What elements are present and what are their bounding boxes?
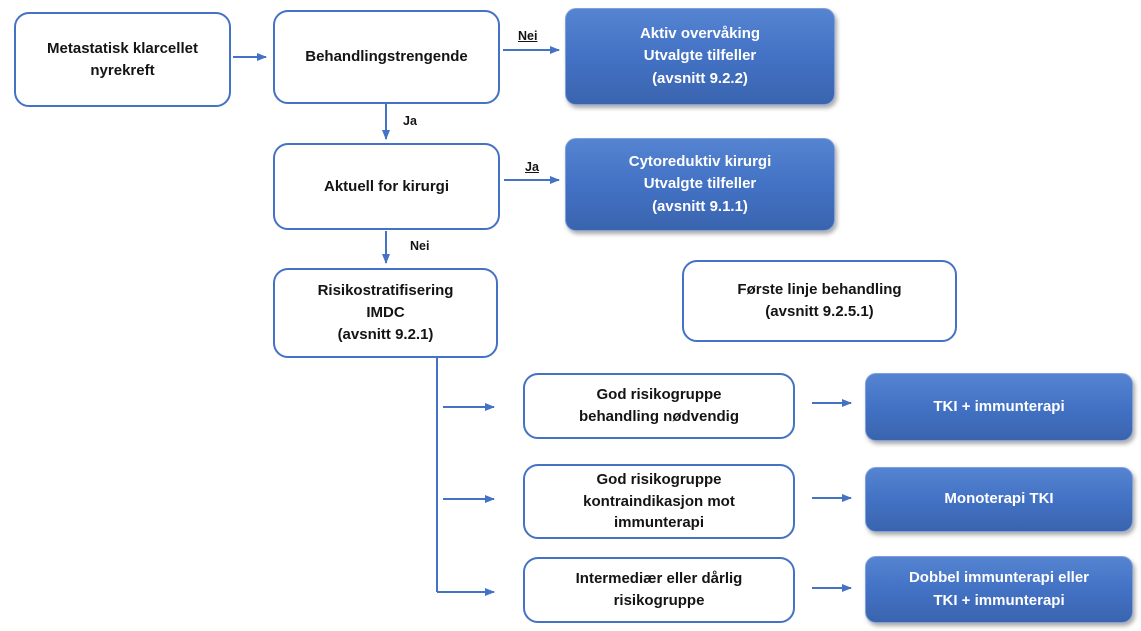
edge-label-ja-right: Ja [523, 160, 541, 175]
edge-label-nei-down: Nei [408, 239, 432, 254]
edge-label-nei-top: Nei [516, 29, 540, 44]
node-god-risikogruppe-kontraindikasjon-label: God risikogruppe kontraindikasjon mot im… [583, 470, 735, 532]
node-risikostratifisering-imdc: Risikostratifisering IMDC (avsnitt 9.2.1… [273, 268, 498, 358]
node-behandlingstrengende-label: Behandlingstrengende [305, 48, 468, 66]
edge-label-ja-down: Ja [401, 114, 419, 129]
node-metastatisk-klarcellet-label: Metastatisk klarcellet nyrekreft [47, 39, 198, 79]
node-tki-immunterapi-label: TKI + immunterapi [933, 397, 1065, 415]
node-cytoreduktiv-kirurgi-label: Cytoreduktiv kirurgi Utvalgte tilfeller … [628, 152, 772, 215]
node-monoterapi-tki-label: Monoterapi TKI [944, 490, 1054, 508]
node-monoterapi-tki: Monoterapi TKI [865, 467, 1133, 532]
node-intermediar-darlig-risikogruppe-label: Intermediær eller dårlig risikogruppe [575, 570, 743, 609]
node-forste-linje-behandling-label: Første linje behandling (avsnitt 9.2.5.1… [737, 281, 902, 320]
node-aktuell-for-kirurgi: Aktuell for kirurgi [273, 143, 500, 230]
node-risikostratifisering-imdc-label: Risikostratifisering IMDC (avsnitt 9.2.1… [317, 282, 454, 343]
node-god-risikogruppe-behandling: God risikogruppe behandling nødvendig [523, 373, 795, 439]
node-dobbel-immunterapi: Dobbel immunterapi eller TKI + immuntera… [865, 556, 1133, 623]
node-god-risikogruppe-behandling-label: God risikogruppe behandling nødvendig [579, 386, 739, 425]
node-forste-linje-behandling: Første linje behandling (avsnitt 9.2.5.1… [682, 260, 957, 342]
node-intermediar-darlig-risikogruppe: Intermediær eller dårlig risikogruppe [523, 557, 795, 623]
node-god-risikogruppe-kontraindikasjon: God risikogruppe kontraindikasjon mot im… [523, 464, 795, 539]
node-tki-immunterapi: TKI + immunterapi [865, 373, 1133, 441]
node-cytoreduktiv-kirurgi: Cytoreduktiv kirurgi Utvalgte tilfeller … [565, 138, 835, 231]
node-dobbel-immunterapi-label: Dobbel immunterapi eller TKI + immuntera… [908, 569, 1090, 609]
node-behandlingstrengende: Behandlingstrengende [273, 10, 500, 104]
node-aktiv-overvaking-label: Aktiv overvåking Utvalgte tilfeller (avs… [639, 24, 761, 87]
node-aktiv-overvaking: Aktiv overvåking Utvalgte tilfeller (avs… [565, 8, 835, 105]
node-aktuell-for-kirurgi-label: Aktuell for kirurgi [323, 177, 450, 195]
node-metastatisk-klarcellet: Metastatisk klarcellet nyrekreft [14, 12, 231, 107]
